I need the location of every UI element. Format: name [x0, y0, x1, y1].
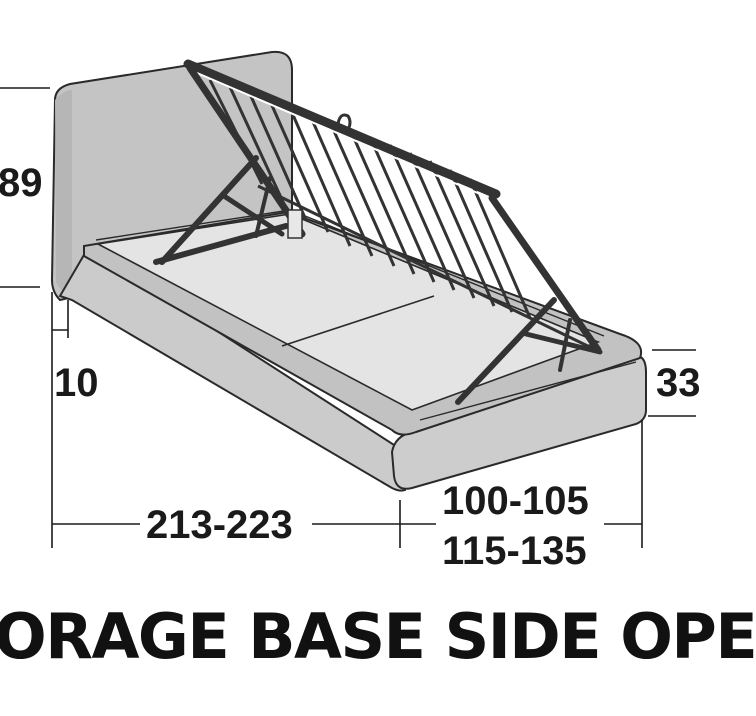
- base-foot-seam: [419, 361, 637, 421]
- mount-bracket-head: [153, 223, 289, 265]
- dimension-lines: [0, 87, 696, 548]
- dim-width-large-label: 115-135: [442, 529, 587, 573]
- lift-mechanisms: [153, 155, 603, 405]
- lift-slat-frame: [183, 59, 602, 354]
- dim-length-label: 213-223: [146, 503, 293, 547]
- bed-illustration: 89 10 213-223 100-105 115-135 33: [0, 50, 701, 573]
- dim-width-small-label: 100-105: [442, 479, 589, 523]
- piston-foot-2: [523, 331, 603, 355]
- headboard-side-edge: [55, 90, 72, 296]
- dim-headboard-height-label: 89: [0, 161, 43, 205]
- storage-well: [95, 213, 601, 411]
- dim-side-height-label: 33: [656, 361, 701, 405]
- diagram-caption: ORAGE BASE SIDE OPE: [0, 600, 756, 673]
- frame-bottom-rail: [257, 184, 597, 352]
- slats: [208, 79, 532, 319]
- frame-right-rail: [488, 194, 602, 354]
- storage-bed-diagram: 89 10 213-223 100-105 115-135 33 ORAGE B…: [0, 50, 756, 668]
- dim-clearance-tick: [52, 300, 69, 338]
- piston-foot-1: [455, 297, 557, 405]
- frame-handle: [336, 113, 352, 131]
- frame-top-rail: [183, 59, 501, 199]
- piston-head-1: [159, 155, 259, 265]
- storage-divider: [281, 295, 435, 347]
- dim-clearance-label: 10: [54, 361, 99, 405]
- piston-foot-3: [558, 318, 572, 372]
- piston-head-3: [254, 176, 272, 238]
- mount-block-head: [287, 209, 303, 239]
- frame-left-rail: [186, 64, 306, 238]
- bed-base: [58, 209, 647, 492]
